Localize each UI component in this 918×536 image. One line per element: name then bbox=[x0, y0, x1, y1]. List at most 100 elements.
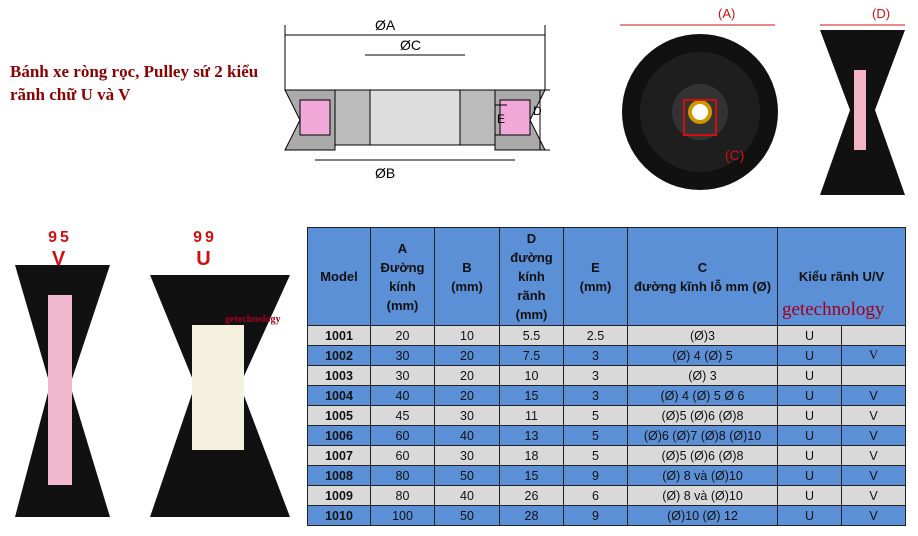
cell-u: U bbox=[777, 485, 842, 506]
cell-a: 45 bbox=[370, 405, 435, 426]
header-b: B(mm) bbox=[434, 227, 500, 326]
header-model: Model bbox=[307, 227, 371, 326]
cell-u: U bbox=[777, 365, 842, 386]
u-pulley-number: 99 bbox=[193, 229, 217, 246]
cell-model: 1004 bbox=[307, 385, 371, 406]
cell-a: 100 bbox=[370, 505, 435, 526]
cell-v: V bbox=[841, 405, 906, 426]
cell-u: U bbox=[777, 445, 842, 466]
cell-c: (Ø) 4 (Ø) 5 bbox=[627, 345, 778, 366]
pulley-cross-section-diagram: ØA ØC ØB D E bbox=[284, 17, 550, 181]
cell-v: V bbox=[841, 385, 906, 406]
cell-model: 1006 bbox=[307, 425, 371, 446]
cell-b: 10 bbox=[434, 325, 500, 346]
cell-c: (Ø) 8 và (Ø)10 bbox=[627, 465, 778, 486]
cell-c: (Ø)10 (Ø) 12 bbox=[627, 505, 778, 526]
cell-b: 50 bbox=[434, 505, 500, 526]
cell-model: 1005 bbox=[307, 405, 371, 426]
cell-e: 6 bbox=[563, 485, 628, 506]
label-c: ØC bbox=[400, 37, 421, 53]
cell-a: 40 bbox=[370, 385, 435, 406]
cell-a: 80 bbox=[370, 485, 435, 506]
cell-b: 20 bbox=[434, 365, 500, 386]
cell-u: U bbox=[777, 505, 842, 526]
cell-b: 30 bbox=[434, 405, 500, 426]
page-title: Bánh xe ròng rọc, Pulley sứ 2 kiểu rãnh … bbox=[10, 62, 259, 104]
cell-v: V bbox=[841, 425, 906, 446]
cell-v: V bbox=[841, 485, 906, 506]
cell-model: 1010 bbox=[307, 505, 371, 526]
header-e: E(mm) bbox=[563, 227, 628, 326]
cell-e: 5 bbox=[563, 425, 628, 446]
cell-a: 60 bbox=[370, 425, 435, 446]
label-d: D bbox=[533, 104, 542, 118]
pulley-photos-top: (C) (A) (D) bbox=[620, 6, 905, 195]
cell-v: V bbox=[841, 445, 906, 466]
cell-b: 50 bbox=[434, 465, 500, 486]
cell-d: 26 bbox=[499, 485, 564, 506]
cell-d: 7.5 bbox=[499, 345, 564, 366]
cell-v: V bbox=[841, 345, 906, 366]
cell-a: 80 bbox=[370, 465, 435, 486]
cell-v bbox=[841, 365, 906, 386]
cell-e: 5 bbox=[563, 445, 628, 466]
cell-d: 5.5 bbox=[499, 325, 564, 346]
cell-b: 30 bbox=[434, 445, 500, 466]
label-e: E bbox=[497, 112, 505, 126]
cell-d: 28 bbox=[499, 505, 564, 526]
label-c-photo: (C) bbox=[725, 147, 744, 163]
watermark-table: getechnology bbox=[782, 299, 885, 320]
cell-e: 2.5 bbox=[563, 325, 628, 346]
cell-b: 40 bbox=[434, 485, 500, 506]
cell-u: U bbox=[777, 425, 842, 446]
cell-c: (Ø) 4 (Ø) 5 Ø 6 bbox=[627, 385, 778, 406]
v-pulley-number: 95 bbox=[48, 229, 72, 246]
cell-u: U bbox=[777, 345, 842, 366]
watermark: getechnology bbox=[225, 314, 281, 325]
cell-u: U bbox=[777, 325, 842, 346]
cell-v: V bbox=[841, 465, 906, 486]
cell-b: 20 bbox=[434, 385, 500, 406]
label-b: ØB bbox=[375, 165, 395, 181]
cell-model: 1002 bbox=[307, 345, 371, 366]
cell-d: 15 bbox=[499, 465, 564, 486]
cell-a: 30 bbox=[370, 345, 435, 366]
cell-model: 1003 bbox=[307, 365, 371, 386]
cell-a: 30 bbox=[370, 365, 435, 386]
cell-d: 18 bbox=[499, 445, 564, 466]
cell-d: 15 bbox=[499, 385, 564, 406]
cell-model: 1008 bbox=[307, 465, 371, 486]
cell-c: (Ø) 8 và (Ø)10 bbox=[627, 485, 778, 506]
u-pulley-letter: U bbox=[196, 248, 214, 270]
cell-e: 9 bbox=[563, 505, 628, 526]
cell-d: 13 bbox=[499, 425, 564, 446]
cell-b: 20 bbox=[434, 345, 500, 366]
cell-c: (Ø) 3 bbox=[627, 365, 778, 386]
cell-model: 1001 bbox=[307, 325, 371, 346]
cell-d: 11 bbox=[499, 405, 564, 426]
label-a-photo: (A) bbox=[718, 6, 735, 21]
cell-b: 40 bbox=[434, 425, 500, 446]
cell-c: (Ø)5 (Ø)6 (Ø)8 bbox=[627, 405, 778, 426]
cell-e: 9 bbox=[563, 465, 628, 486]
cell-c: (Ø)6 (Ø)7 (Ø)8 (Ø)10 bbox=[627, 425, 778, 446]
pulley-photos-bottom bbox=[15, 265, 290, 517]
cell-u: U bbox=[777, 405, 842, 426]
cell-model: 1007 bbox=[307, 445, 371, 466]
cell-e: 3 bbox=[563, 385, 628, 406]
cell-u: U bbox=[777, 385, 842, 406]
